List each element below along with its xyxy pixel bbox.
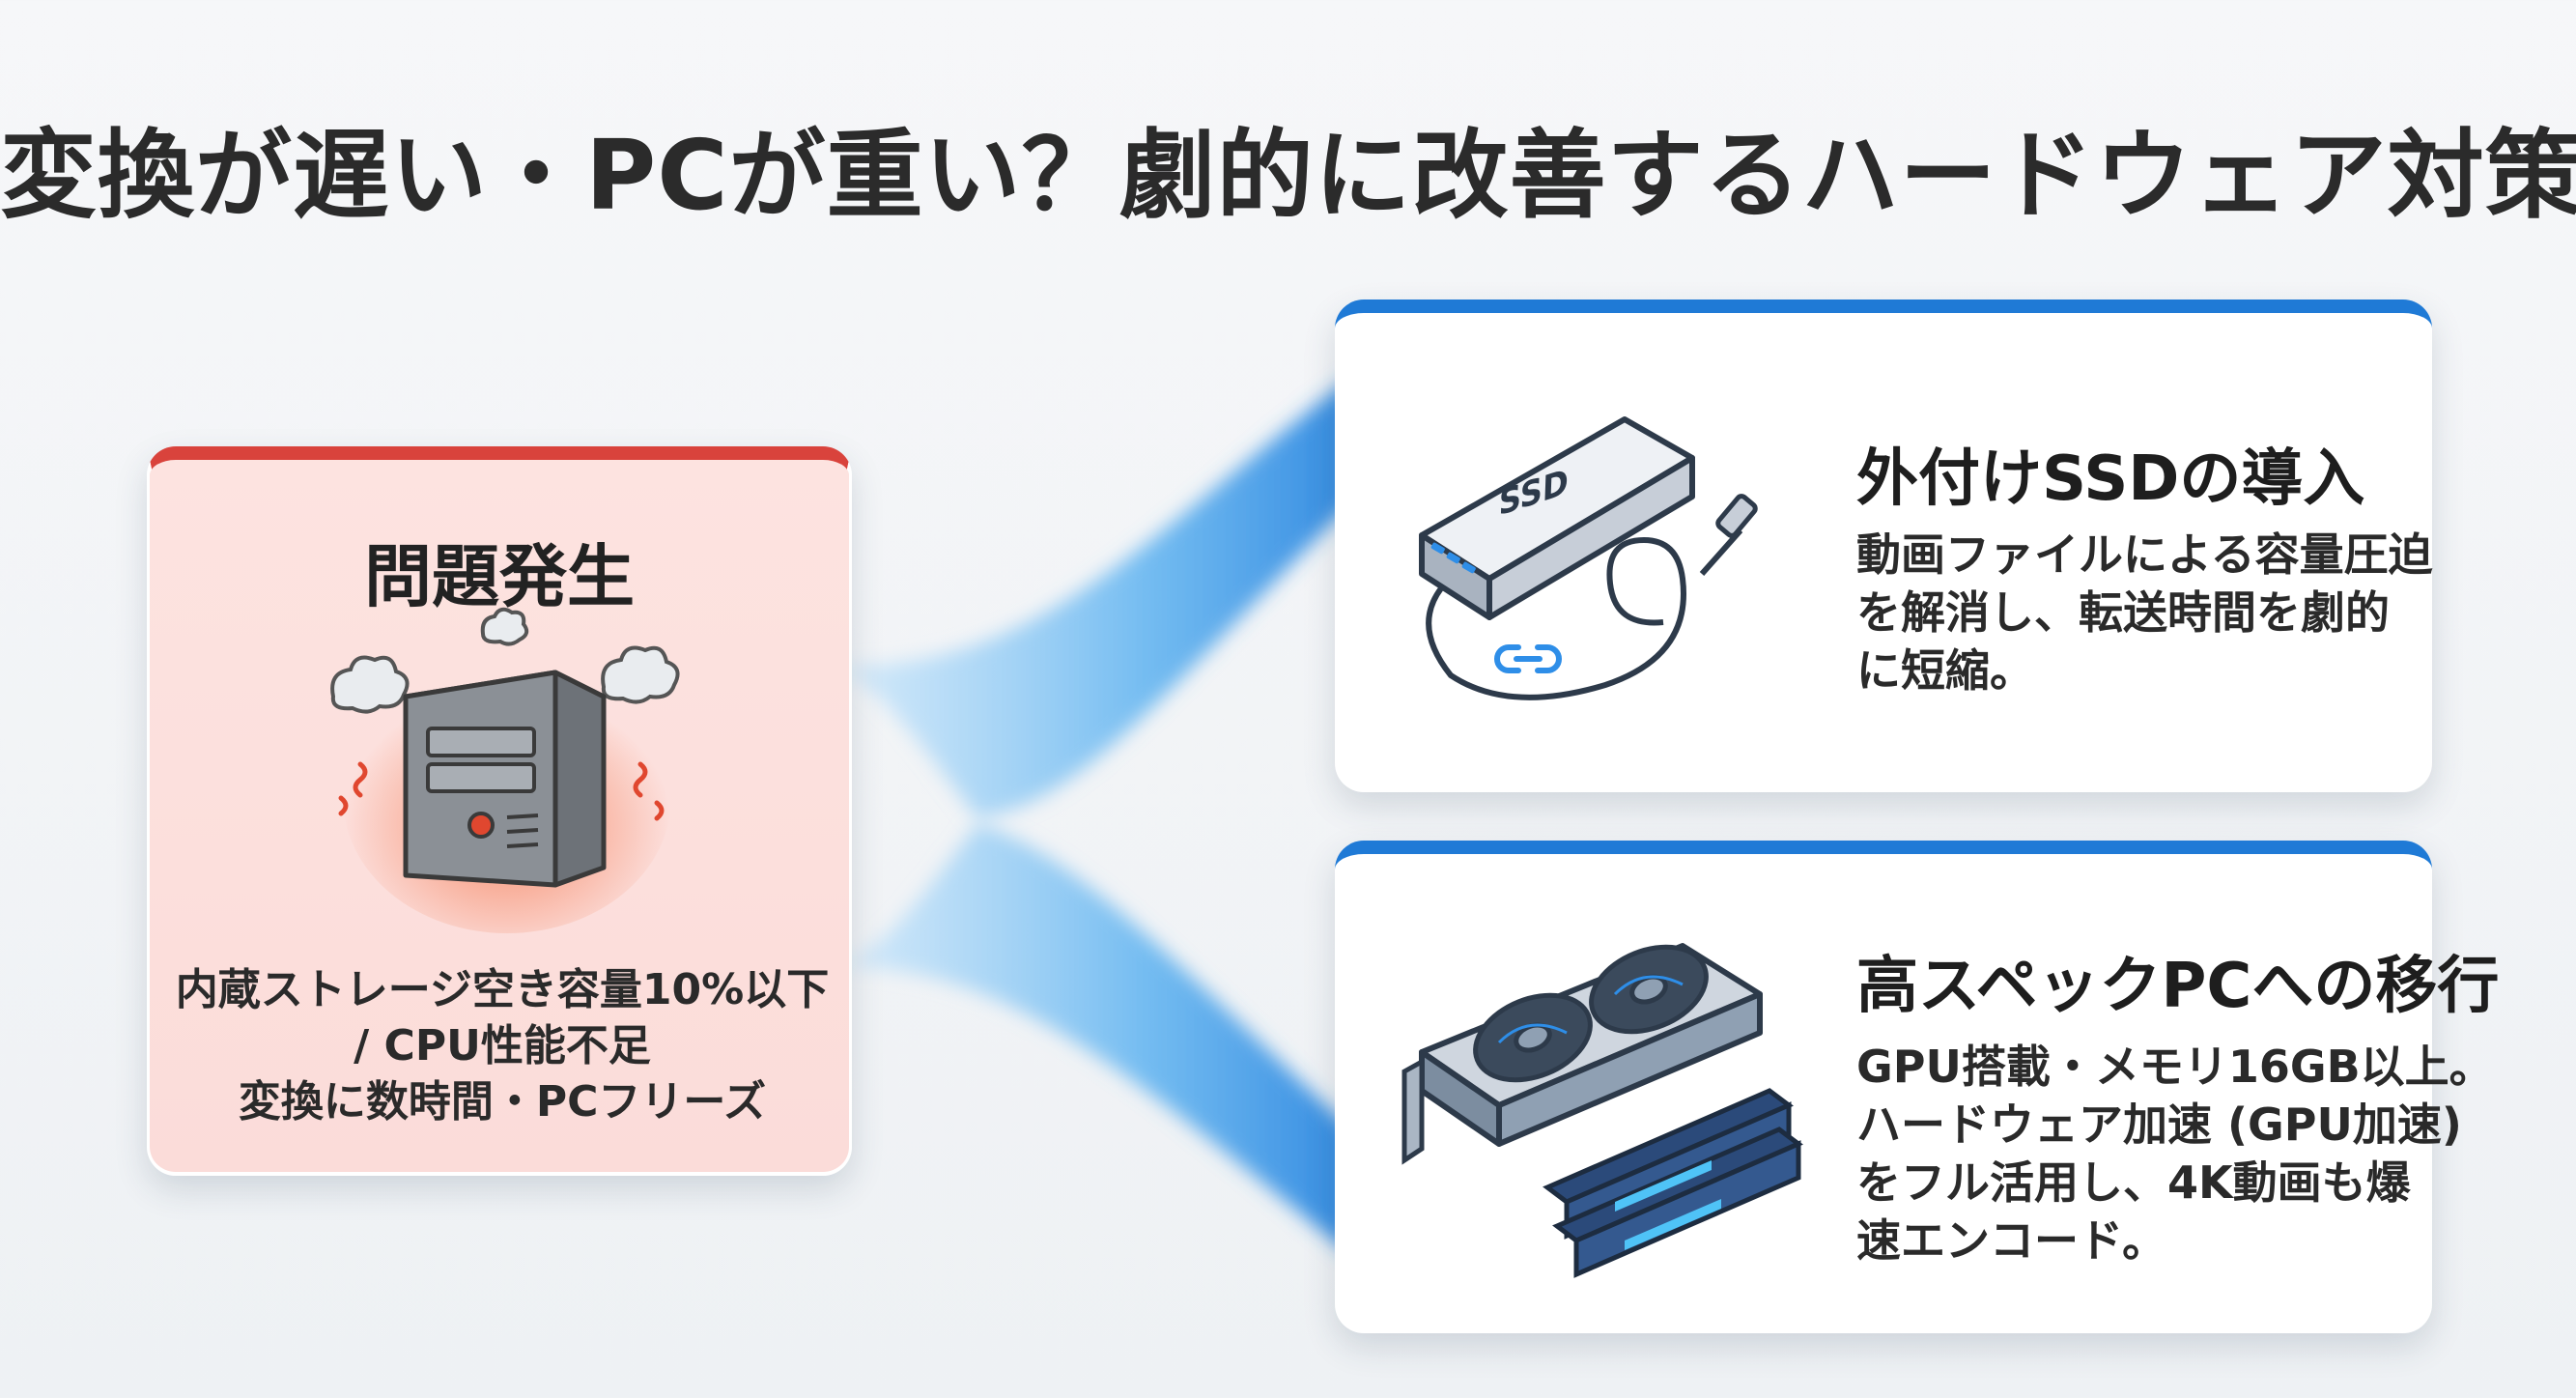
high-spec-pc-solution-description: GPU搭載・メモリ16GB以上。 ハードウェア加速 (GPU加速) をフル活用し… — [1856, 1038, 2494, 1270]
high-spec-pc-description-line: ハードウェア加速 (GPU加速) — [1856, 1098, 2462, 1151]
overheating-pc-tower-icon — [314, 605, 691, 937]
high-spec-pc-description-line: GPU搭載・メモリ16GB以上。 — [1856, 1041, 2494, 1093]
problem-title: 問題発生 — [364, 537, 635, 616]
problem-description-line: / CPU性能不足 — [354, 1021, 651, 1070]
ssd-description-line: を解消し、転送時間を劇的 — [1856, 586, 2390, 639]
high-spec-pc-description-line: をフル活用し、4K動画も爆 — [1856, 1156, 2411, 1209]
problem-description-line: 変換に数時間・PCフリーズ — [238, 1077, 767, 1127]
page-title: 変換が遅い・PCが重い？劇的に改善するハードウェア対策 — [0, 119, 2576, 232]
ssd-solution-title: 外付けSSDの導入 — [1856, 443, 2365, 515]
gpu-and-ram-icon — [1393, 907, 1818, 1298]
solution-card-high-spec-pc: 高スペックPCへの移行 GPU搭載・メモリ16GB以上。 ハードウェア加速 (G… — [1335, 841, 2500, 1333]
ssd-solution-description: 動画ファイルによる容量圧迫 を解消し、転送時間を劇的 に短縮。 — [1856, 526, 2433, 699]
external-ssd-icon: SSD — [1402, 381, 1789, 732]
ssd-description-line: に短縮。 — [1856, 644, 2034, 697]
flow-arrow-lower — [840, 821, 1352, 1256]
ssd-description-line: 動画ファイルによる容量圧迫 — [1856, 528, 2433, 581]
high-spec-pc-description-line: 速エンコード。 — [1856, 1214, 2167, 1267]
flow-arrow-upper — [840, 377, 1352, 821]
problem-description: 内蔵ストレージ空き容量10%以下 / CPU性能不足 変換に数時間・PCフリーズ — [159, 962, 845, 1130]
high-spec-pc-solution-title: 高スペックPCへの移行 — [1856, 951, 2500, 1022]
problem-description-line: 内蔵ストレージ空き容量10%以下 — [175, 965, 830, 1014]
solution-card-ssd: SSD 外付けSSDの導入 動画ファイルによる容量圧迫 を解消し、転送時間を劇的… — [1335, 300, 2433, 792]
problem-card: 問題発生 — [147, 446, 852, 1176]
